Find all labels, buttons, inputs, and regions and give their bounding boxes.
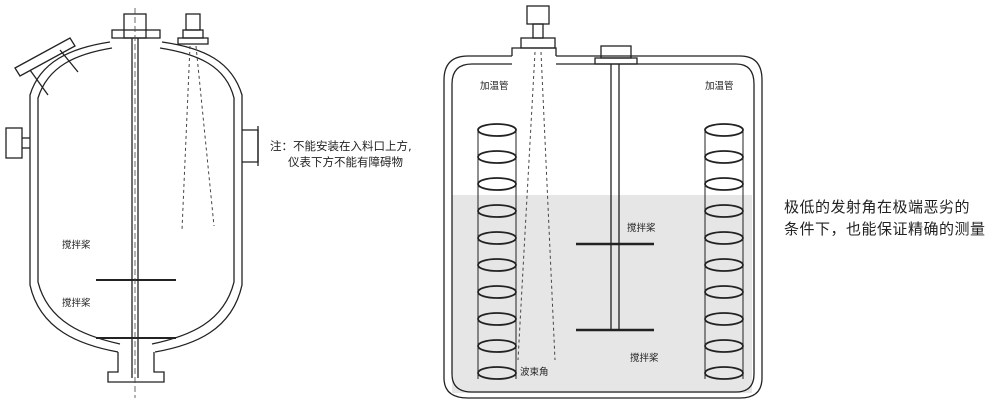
left-note-line1: 注：不能安装在入料口上方,: [270, 139, 412, 153]
heating-tube-label-right: 加温管: [705, 81, 734, 92]
left-bottom-outlet: [107, 352, 165, 383]
right-radar-instrument: [520, 5, 556, 49]
beam-angle-label: 波束角: [520, 367, 549, 378]
right-tank-inner: [451, 63, 755, 393]
left-top-flange: [111, 29, 161, 39]
left-radar-instrument: [177, 13, 209, 45]
left-agitator-label-upper: 搅拌桨: [62, 240, 91, 251]
right-tank-outer: [443, 55, 763, 399]
left-note-line2: 仪表下方不能有障碍物: [288, 155, 403, 169]
right-tank: [443, 5, 763, 399]
heating-coil-left-2: [477, 150, 517, 164]
heating-coil-left-1: [477, 123, 517, 137]
heating-coil-right-2: [704, 150, 744, 164]
description-line2: 条件下，也能保证精确的测量: [784, 220, 986, 238]
left-tank-inner-shell: [37, 47, 235, 345]
right-agitator-mount: [594, 57, 638, 65]
left-manhole: [14, 37, 79, 96]
heating-coil-left-3: [477, 177, 517, 191]
left-tank: [5, 13, 259, 383]
right-agitator-label-upper: 搅拌桨: [627, 223, 656, 234]
heating-tube-label-left: 加温管: [480, 81, 509, 92]
left-tank-outer-shell: [29, 41, 243, 353]
heating-coil-right-1: [704, 123, 744, 137]
description-line1: 极低的发射角在极端恶劣的: [784, 198, 971, 216]
heating-coil-right-3: [704, 177, 744, 191]
right-top-nozzle: [511, 47, 557, 56]
heating-coils: [477, 123, 744, 380]
left-right-nozzle: [242, 126, 259, 166]
right-liquid-fill: [452, 195, 752, 393]
left-agitator-label-lower: 搅拌桨: [62, 298, 91, 309]
left-side-fitting: [5, 127, 30, 159]
left-beam-cone: [181, 45, 215, 231]
right-agitator-label-lower: 搅拌桨: [630, 353, 659, 364]
